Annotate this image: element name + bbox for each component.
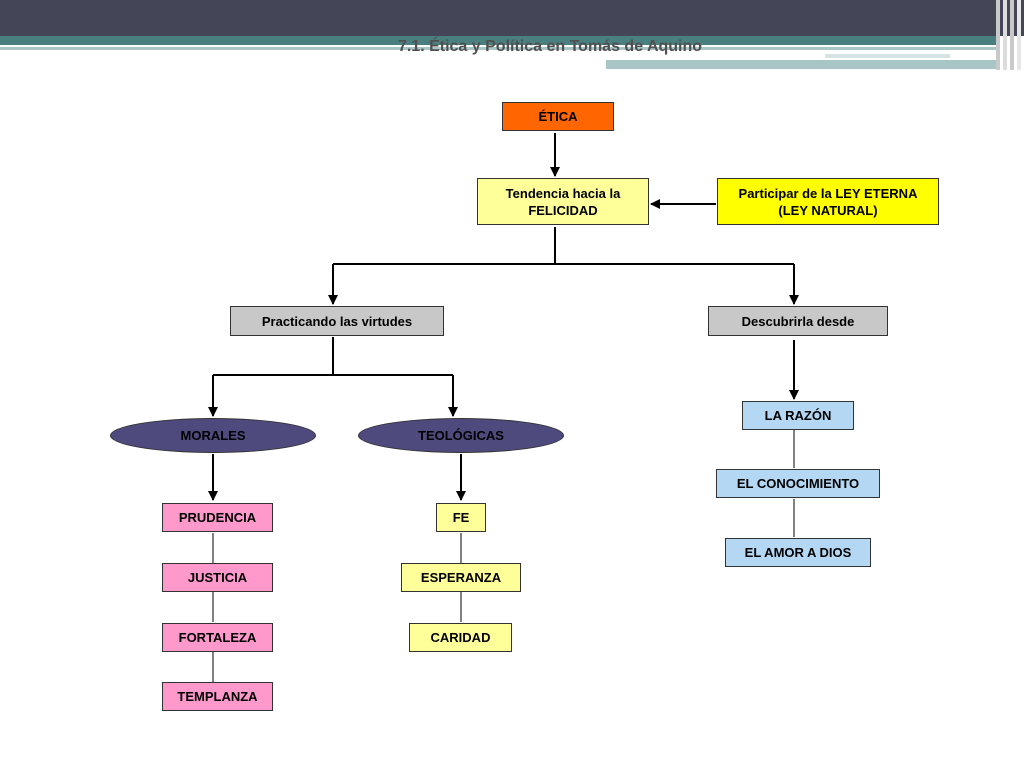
node-esperanza: ESPERANZA — [401, 563, 521, 592]
node-etica: ÉTICA — [502, 102, 614, 131]
node-ley-eterna: Participar de la LEY ETERNA (LEY NATURAL… — [717, 178, 939, 225]
node-la-razon: LA RAZÓN — [742, 401, 854, 430]
header-dark-bar — [0, 0, 1024, 36]
header-accent-bar — [606, 60, 1000, 69]
node-prudencia: PRUDENCIA — [162, 503, 273, 532]
header-teal-bar — [0, 36, 1000, 45]
node-teologicas: TEOLÓGICAS — [358, 418, 564, 453]
node-morales: MORALES — [110, 418, 316, 453]
corner-stripe — [996, 0, 1000, 70]
node-caridad: CARIDAD — [409, 623, 512, 652]
header-accent-line — [825, 54, 950, 58]
node-justicia: JUSTICIA — [162, 563, 273, 592]
header-teal-line — [0, 47, 1000, 50]
node-descubrirla: Descubrirla desde — [708, 306, 888, 336]
node-fortaleza: FORTALEZA — [162, 623, 273, 652]
node-practicando-virtudes: Practicando las virtudes — [230, 306, 444, 336]
node-tendencia-felicidad: Tendencia hacia la FELICIDAD — [477, 178, 649, 225]
node-el-conocimiento: EL CONOCIMIENTO — [716, 469, 880, 498]
node-fe: FE — [436, 503, 486, 532]
node-el-amor-a-dios: EL AMOR A DIOS — [725, 538, 871, 567]
node-templanza: TEMPLANZA — [162, 682, 273, 711]
corner-stripe — [1010, 0, 1014, 70]
corner-stripe — [1017, 0, 1021, 70]
corner-stripe — [1003, 0, 1007, 70]
slide-title: 7.1. Ética y Política en Tomás de Aquino — [397, 38, 703, 55]
